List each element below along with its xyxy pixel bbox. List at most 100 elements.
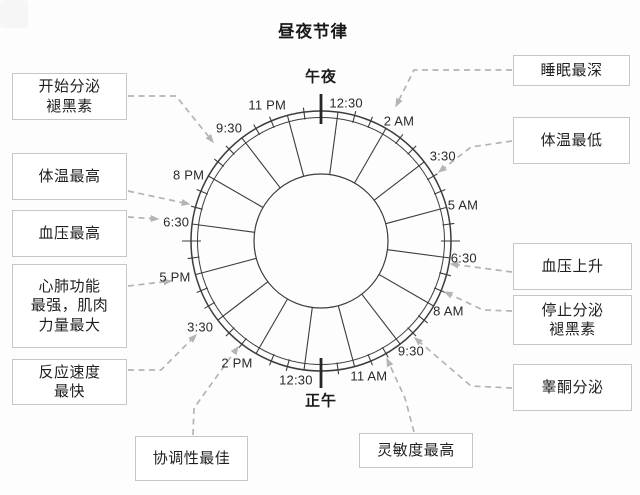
clock-minor-tick [336, 362, 340, 375]
clock-spoke [373, 161, 425, 201]
clock-minor-tick [285, 359, 290, 372]
clock-spoke [378, 274, 434, 307]
clock-minor-tick [238, 337, 247, 349]
clock-spoke [241, 137, 281, 189]
time-label: 12:30 [329, 95, 363, 111]
annotation-box-start-melatonin: 开始分泌褪黑素 [12, 73, 127, 120]
arrow-start-melatonin [128, 95, 214, 144]
annotation-box-sensitivity-highest: 灵敏度最高 [359, 433, 473, 468]
annotation-box-coordination-best: 协调性最佳 [135, 436, 248, 481]
clock-spoke [195, 257, 257, 276]
annotation-text: 体温最高 [38, 167, 101, 185]
annotation-text: 协调性最佳 [152, 449, 231, 467]
annotation-text: 灵敏度最高 [377, 441, 455, 459]
annotation-text: 血压上升 [541, 257, 604, 275]
time-label: 6:30 [450, 250, 477, 266]
clock-minor-tick [381, 346, 389, 358]
arrow-testosterone-secretion [413, 337, 513, 389]
clock-spoke [385, 206, 447, 225]
clock-spoke [354, 128, 387, 184]
clock-inner-circle [253, 173, 389, 309]
annotation-box-cardio-strongest: 心肺功能最强，肌肉力量最大 [12, 264, 127, 348]
noon-label: 正午 [304, 392, 338, 410]
clock-minor-tick [196, 188, 209, 195]
annotation-text: 心肺功能 [38, 278, 101, 296]
time-label: 12:30 [279, 372, 313, 388]
time-label: 5 PM [159, 269, 191, 285]
clock-spoke [361, 293, 401, 345]
clock-minor-tick [439, 272, 452, 277]
clock-spoke [303, 307, 313, 370]
clock-minor-tick [268, 116, 275, 129]
annotation-text: 血压最高 [38, 224, 101, 242]
clock-minor-tick [187, 256, 200, 260]
clock-minor-tick [367, 353, 374, 366]
annotation-box-reaction-fastest: 反应速度最快 [12, 359, 127, 405]
clock-minor-tick [417, 315, 429, 324]
annotation-text: 最快 [53, 383, 85, 400]
annotation-box-blood-pressure-highest: 血压最高 [12, 210, 127, 257]
clock-minor-tick [225, 145, 235, 155]
time-label: 9:30 [397, 343, 424, 359]
arrow-stop-melatonin [443, 291, 513, 312]
corner-artifact [0, 0, 28, 28]
arrow-body-temp-highest [127, 190, 191, 206]
arrow-sleep-deepest [395, 69, 512, 108]
time-label: 11 AM [350, 368, 388, 384]
arrow-coordination-best [192, 345, 239, 436]
time-label: 3:30 [429, 148, 456, 164]
arrow-cardio-strongest [127, 278, 173, 287]
clock-minor-tick [204, 301, 216, 309]
annotation-text: 褪黑素 [549, 321, 596, 338]
annotation-text: 开始分泌 [38, 78, 101, 96]
clock-spoke [286, 115, 305, 177]
page-title: 昼夜节律 [278, 23, 348, 41]
clock-bezel-circle [197, 117, 445, 365]
clock-minor-tick [302, 107, 306, 120]
clock-minor-tick [196, 287, 209, 294]
annotation-text: 停止分泌 [541, 301, 604, 319]
clock-minor-tick [426, 173, 438, 181]
annotation-text: 褪黑素 [46, 97, 93, 115]
annotation-box-sleep-deepest: 睡眠最深 [513, 55, 630, 86]
clock-minor-tick [407, 145, 417, 155]
clock-spoke [217, 281, 269, 321]
clock-spoke [255, 298, 288, 354]
arrow-body-temp-lowest [437, 140, 513, 173]
time-label: 5 AM [447, 197, 479, 213]
annotation-box-blood-pressure-rise: 血压上升 [513, 243, 632, 290]
clock-minor-tick [442, 222, 455, 226]
clock-minor-tick [407, 327, 417, 337]
annotation-text: 睾酮分泌 [541, 378, 604, 396]
time-label: 6:30 [163, 214, 190, 230]
annotation-text: 最强，肌肉 [30, 297, 109, 315]
arrow-sensitivity-highest [386, 357, 415, 433]
clock-minor-tick [395, 133, 404, 145]
clock-spoke [329, 112, 339, 175]
time-label: 9:30 [216, 120, 243, 136]
annotation-text: 体温最低 [540, 131, 603, 149]
midnight-label: 午夜 [304, 68, 338, 86]
clock-minor-tick [213, 158, 225, 167]
clock-minor-tick [268, 353, 275, 366]
time-label: 8 PM [173, 167, 205, 183]
clock-minor-tick [190, 205, 203, 210]
time-label: 11 PM [248, 97, 286, 113]
clock-spoke [387, 249, 450, 259]
clock-spoke [208, 175, 264, 208]
annotation-text: 力量最大 [38, 316, 101, 334]
annotation-box-body-temp-lowest: 体温最低 [513, 117, 630, 164]
clock-minor-tick [367, 116, 374, 129]
annotation-box-body-temp-highest: 体温最高 [12, 153, 127, 200]
annotation-box-testosterone-secretion: 睾酮分泌 [513, 364, 632, 411]
clock-minor-tick [225, 327, 235, 337]
time-label: 2 AM [383, 113, 415, 129]
arrow-reaction-fastest [128, 333, 198, 371]
clock-minor-tick [433, 188, 446, 195]
time-label: 8 AM [433, 303, 464, 319]
arrow-blood-pressure-highest [127, 215, 160, 222]
clock-minor-tick [433, 287, 446, 294]
time-label: 3:30 [187, 319, 214, 335]
